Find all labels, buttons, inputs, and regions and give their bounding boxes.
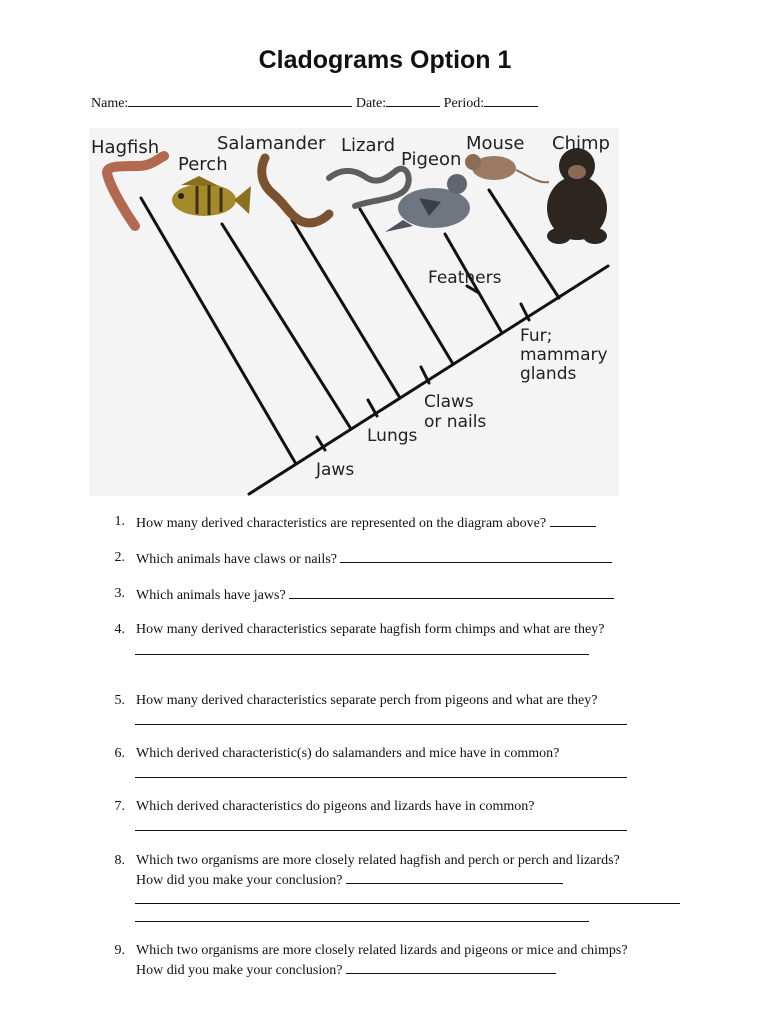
- tick-feathers: [465, 284, 481, 295]
- page-title: Cladograms Option 1: [258, 46, 512, 74]
- branch-hagfish: [139, 196, 298, 466]
- question-number: 6.: [114, 746, 126, 761]
- tick-fur: [519, 302, 531, 322]
- label-claws-line1: Claws: [424, 392, 474, 412]
- answer-line[interactable]: [135, 921, 589, 922]
- perch-icon: [172, 176, 251, 216]
- chimp-icon: [547, 148, 607, 244]
- question-text: Which derived characteristic(s) do salam…: [136, 746, 560, 761]
- question-text: Which animals have jaws?: [136, 586, 615, 604]
- answer-blank[interactable]: [345, 871, 563, 884]
- question-number: 2.: [114, 550, 126, 565]
- question-text: Which two organisms are more closely rel…: [136, 853, 620, 868]
- question-text: How many derived characteristics are rep…: [136, 514, 596, 532]
- question-number: 8.: [114, 853, 126, 868]
- answer-blank[interactable]: [345, 961, 556, 974]
- answer-blank[interactable]: [549, 514, 596, 527]
- name-blank[interactable]: [128, 94, 353, 107]
- label-lungs: Lungs: [367, 426, 418, 446]
- question-subtext: How did you make your conclusion?: [136, 961, 556, 979]
- label-chimp: Chimp: [552, 133, 610, 154]
- label-fur-line2: mammary: [520, 345, 608, 365]
- question-text: How many derived characteristics separat…: [136, 693, 598, 708]
- answer-blank[interactable]: [340, 550, 613, 563]
- label-mouse: Mouse: [466, 133, 524, 154]
- pigeon-icon: [385, 174, 470, 232]
- answer-line[interactable]: [135, 777, 627, 778]
- label-lizard: Lizard: [341, 135, 395, 156]
- branch-perch: [220, 222, 353, 431]
- label-feathers: Feathers: [428, 268, 502, 288]
- label-jaws: Jaws: [315, 460, 354, 480]
- question-number: 1.: [114, 514, 126, 529]
- period-label: Period:: [443, 96, 485, 111]
- question-number: 3.: [114, 586, 126, 601]
- answer-line[interactable]: [135, 903, 680, 904]
- question-text: Which derived characteristics do pigeons…: [136, 799, 535, 814]
- label-fur-line1: Fur;: [520, 326, 552, 346]
- salamander-icon: [257, 153, 334, 228]
- date-label: Date:: [355, 96, 387, 111]
- branch-salamander: [290, 218, 402, 400]
- label-perch: Perch: [178, 154, 228, 175]
- label-claws-line2: or nails: [424, 412, 486, 432]
- name-label: Name:: [91, 96, 129, 111]
- tick-claws: [419, 365, 431, 385]
- lizard-icon: [326, 165, 412, 209]
- question-text: Which animals have claws or nails?: [136, 550, 613, 568]
- question-number: 7.: [114, 799, 126, 814]
- hagfish-icon: [101, 151, 169, 231]
- student-info-line: Name: Date: Period:: [91, 94, 539, 112]
- question-subtext: How did you make your conclusion?: [136, 871, 563, 889]
- branch-mouse: [487, 188, 561, 300]
- answer-line[interactable]: [135, 724, 627, 725]
- branch-lizard: [358, 207, 455, 366]
- label-fur-line3: glands: [520, 364, 576, 384]
- mouse-icon: [465, 154, 550, 184]
- tick-jaws: [315, 435, 327, 452]
- label-pigeon: Pigeon: [401, 149, 461, 170]
- question-text: How many derived characteristics separat…: [136, 622, 605, 637]
- date-blank[interactable]: [386, 94, 441, 107]
- tick-lungs: [366, 398, 379, 418]
- answer-blank[interactable]: [289, 586, 615, 599]
- question-number: 4.: [114, 622, 126, 637]
- question-text: Which two organisms are more closely rel…: [136, 943, 628, 958]
- question-number: 5.: [114, 693, 126, 708]
- answer-line[interactable]: [135, 654, 589, 655]
- period-blank[interactable]: [484, 94, 539, 107]
- branch-pigeon: [443, 232, 504, 335]
- answer-line[interactable]: [135, 830, 627, 831]
- label-hagfish: Hagfish: [91, 137, 159, 158]
- label-salamander: Salamander: [217, 133, 326, 154]
- question-number: 9.: [114, 943, 126, 958]
- cladogram-diagram: Hagfish Perch Salamander Lizard Pigeon M…: [89, 128, 619, 496]
